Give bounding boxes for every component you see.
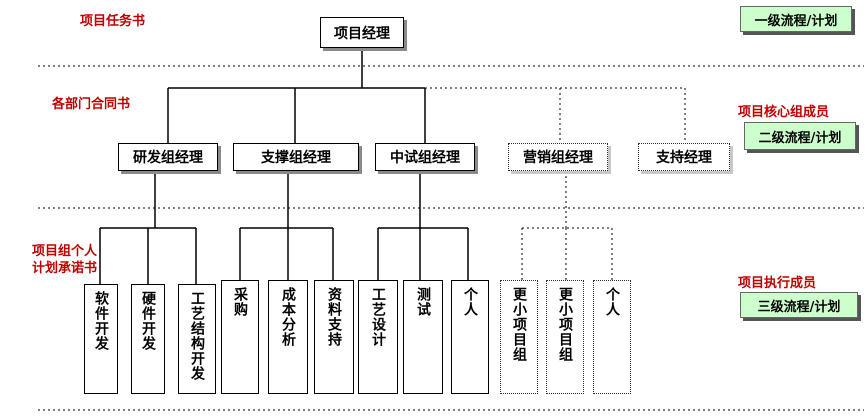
testing-text: 测试 [415, 287, 431, 317]
testing-box: 测试 [403, 280, 443, 394]
level3-badge: 三级流程/计划 [740, 292, 858, 318]
individual-box-2: 个人 [593, 280, 631, 394]
rd-group-manager-box: 研发组经理 [118, 143, 218, 171]
software-dev-box: 软件开发 [84, 284, 118, 394]
hardware-dev-text: 硬件开发 [140, 291, 156, 351]
pilot-group-manager-box: 中试组经理 [375, 143, 475, 171]
project-manager-box: 项目经理 [320, 17, 404, 48]
process-design-text: 工艺设计 [370, 287, 386, 347]
dept-contract-label: 各部门合同书 [52, 97, 131, 112]
individual-text-1: 个人 [462, 287, 478, 317]
subproject-box-1: 更小项目组 [500, 280, 538, 394]
material-support-text: 资料支持 [326, 287, 342, 347]
software-dev-text: 软件开发 [93, 291, 109, 351]
purchase-text: 采购 [232, 287, 248, 317]
subproject-text-1: 更小项目组 [511, 287, 527, 362]
cost-analysis-box: 成本分析 [268, 280, 308, 394]
support-manager-box: 支持经理 [638, 143, 730, 171]
individual-box-1: 个人 [451, 280, 489, 394]
cost-analysis-text: 成本分析 [280, 287, 296, 347]
subproject-text-2: 更小项目组 [557, 287, 573, 362]
material-support-box: 资料支持 [314, 280, 354, 394]
hardware-dev-box: 硬件开发 [131, 284, 165, 394]
task-book-label: 项目任务书 [80, 14, 146, 29]
core-members-label: 项目核心组成员 [738, 105, 830, 120]
subproject-box-2: 更小项目组 [546, 280, 584, 394]
support-group-manager-box: 支撑组经理 [233, 143, 359, 171]
exec-members-label: 项目执行成员 [738, 276, 817, 291]
process-design-box: 工艺设计 [358, 280, 398, 394]
level1-badge: 一级流程/计划 [740, 6, 852, 32]
process-structure-dev-text: 工艺结构开发 [189, 291, 205, 381]
personal-commitment-line1: 项目组个人 [32, 244, 98, 259]
personal-commitment-label: 项目组个人 计划承诺书 [32, 243, 97, 277]
process-structure-dev-box: 工艺结构开发 [178, 284, 216, 394]
purchase-box: 采购 [221, 280, 259, 394]
marketing-group-manager-box: 营销组经理 [508, 143, 608, 171]
personal-commitment-line2: 计划承诺书 [32, 261, 98, 276]
individual-text-2: 个人 [604, 287, 620, 317]
level2-badge: 二级流程/计划 [744, 122, 856, 150]
